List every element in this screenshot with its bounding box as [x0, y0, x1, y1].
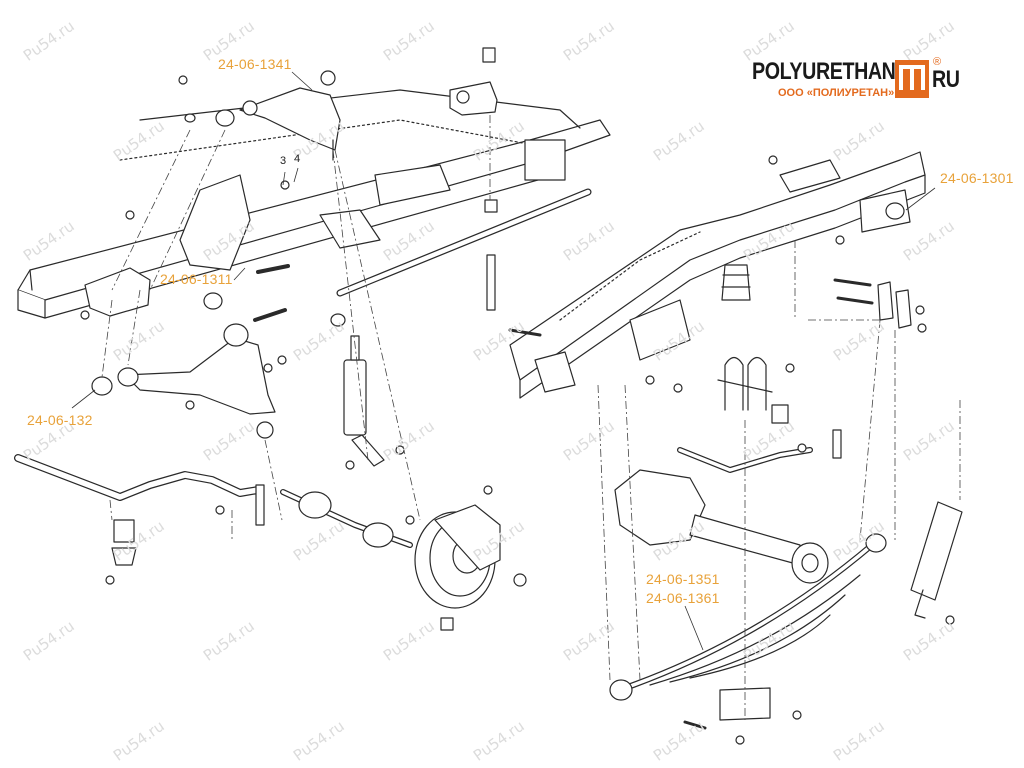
rear-shackle-bracket — [877, 202, 912, 329]
callout-upper-arm: 24-06-1341 — [218, 56, 292, 72]
rear-axle-housing — [614, 469, 829, 584]
callout-leaf-spring-1: 24-06-1351 — [646, 571, 720, 587]
rear-u-bolt — [717, 356, 773, 411]
callout-lower-arm: 24-06-132 — [27, 412, 93, 428]
assembly-leader-lines — [101, 115, 961, 720]
rear-leaf-spring — [609, 533, 887, 721]
front-brake-rotor — [414, 504, 527, 631]
rear-shock-absorber — [910, 501, 963, 619]
rear-frame-rail — [509, 151, 926, 399]
part-number-3: 3 — [280, 155, 287, 167]
front-frame-rail — [17, 89, 611, 319]
front-cv-axle — [280, 489, 413, 548]
callout-leaf-spring-2: 24-06-1361 — [646, 590, 720, 606]
lower-control-arm-front — [91, 292, 276, 439]
callout-upper-bushing: 24-06-1311 — [160, 271, 233, 287]
hardware-bolts — [80, 75, 955, 745]
company-logo: POLYURETHAN RU ® ООО «ПОЛИУРЕТАН» — [752, 56, 972, 108]
logo-word-right: RU — [932, 66, 960, 93]
logo-mark-icon — [895, 60, 929, 98]
callout-rear-frame: 24-06-1301 — [940, 170, 1014, 186]
part-number-4: 4 — [294, 153, 301, 165]
rear-bump-stop — [721, 264, 751, 301]
front-top-bushing — [449, 47, 498, 213]
front-stabilizer-bar — [14, 454, 265, 566]
logo-word-left: POLYURETHAN — [752, 58, 896, 85]
front-tie-bar — [336, 188, 592, 311]
front-shock-absorber — [330, 313, 385, 467]
logo-subtitle: ООО «ПОЛИУРЕТАН» — [778, 87, 895, 99]
logo-registered-mark: ® — [933, 56, 942, 68]
upper-control-arm-front — [184, 70, 341, 161]
rear-stabilizer-bar — [677, 404, 842, 473]
callout-leaders — [71, 71, 936, 651]
